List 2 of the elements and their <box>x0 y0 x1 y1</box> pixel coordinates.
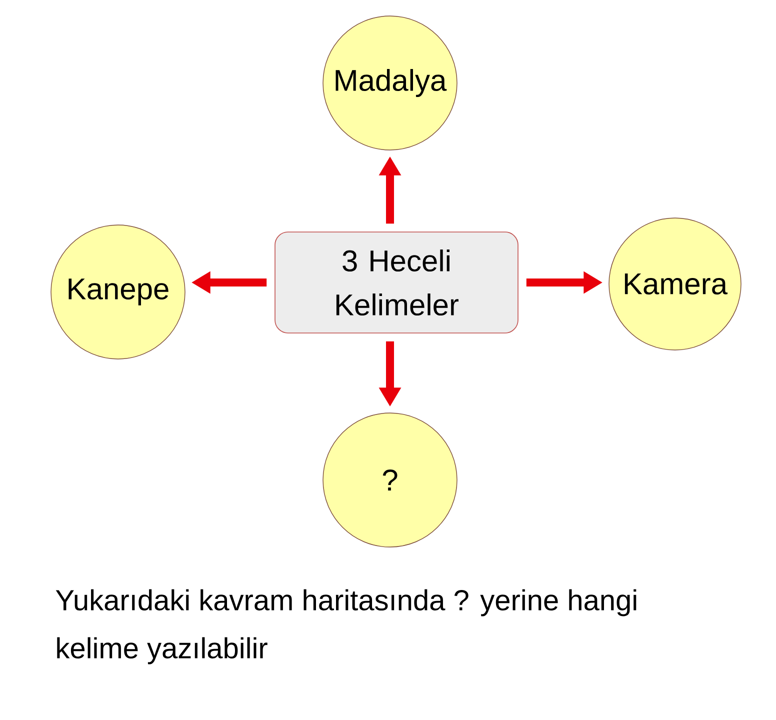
question-text: Yukarıdaki kavram haritasında ? yerine hangi kelime yazılabilir <box>56 589 636 664</box>
concept-box: 3 Heceli Kelimeler <box>274 232 518 334</box>
